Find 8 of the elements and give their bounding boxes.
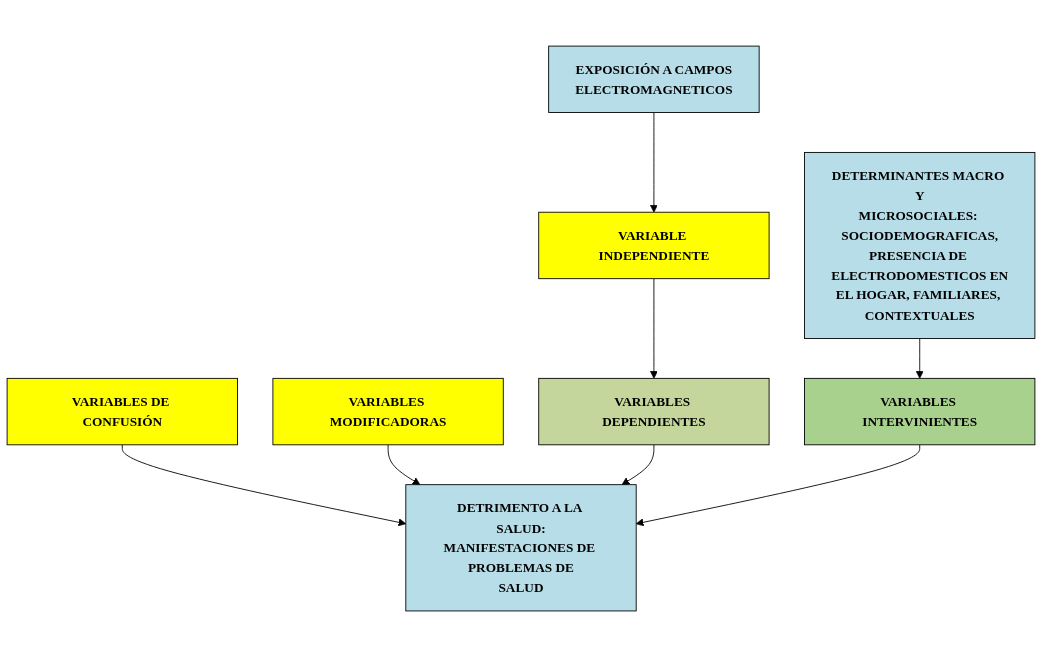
node-box: VARIABLE INDEPENDIENTE [538,211,770,280]
node-box: DETRIMENTO A LA SALUD: MANIFESTACIONES DE PROBLEMAS DE SALUD [405,484,637,612]
node-box: VARIABLES MODIFICADORAS [272,377,504,446]
node-box: EXPOSICIÓN A CAMPOS ELECTROMAGNETICOS [548,45,760,113]
node-box: VARIABLES DE CONFUSIÓN [6,377,238,446]
node-box: DETERMINANTES MACRO Y MICROSOCIALES: SOCIODEMOGRAFICAS, PRESENCIA DE ELECTRODOMESTICOS EN EL HOGAR, FAMILIARES, CONTEXTUALES [804,151,1036,339]
node-box: VARIABLES DEPENDIENTES [538,377,770,446]
node-box: VARIABLES INTERVINIENTES [804,377,1036,446]
